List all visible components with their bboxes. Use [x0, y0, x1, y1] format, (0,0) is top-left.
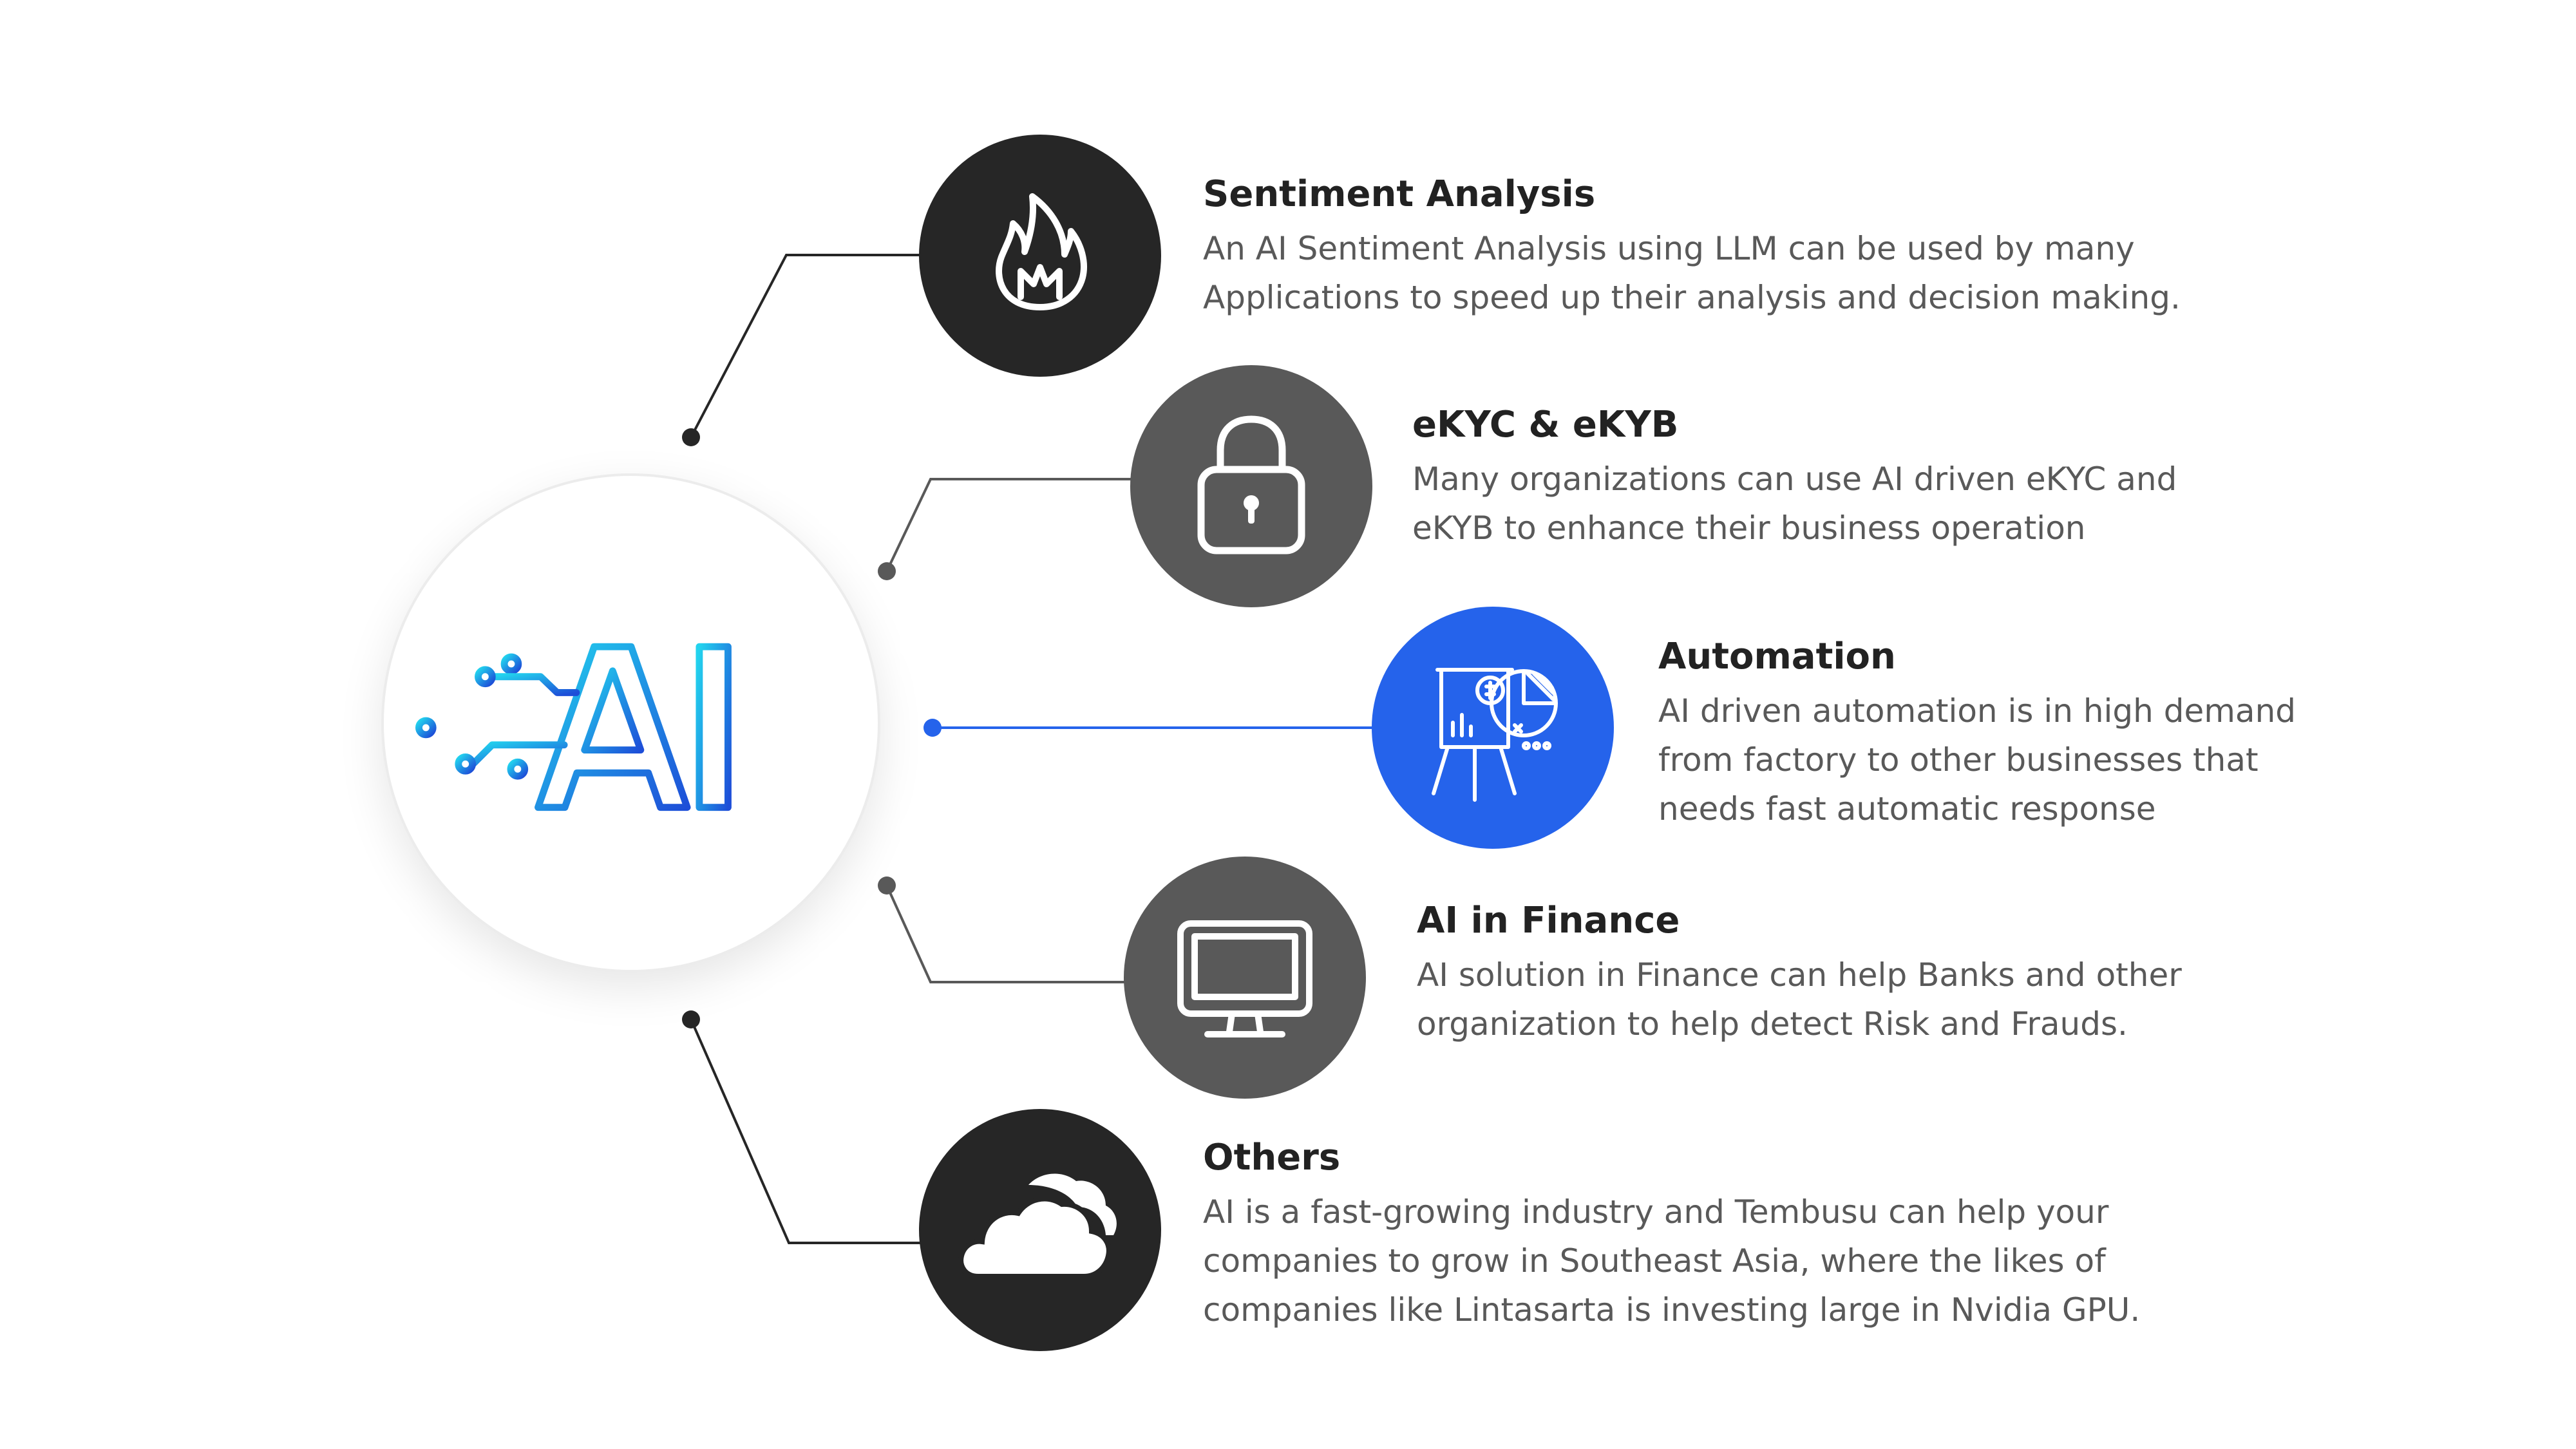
automation-description: AI driven automation is in high demand f…	[1658, 687, 2296, 833]
ai-in-finance-node	[1124, 857, 1366, 1099]
ai-logo-icon	[415, 643, 732, 811]
connector-sentiment	[690, 254, 925, 438]
cloud-icon	[919, 1109, 1161, 1351]
automation-node	[1372, 607, 1614, 849]
description-line: eKYB to enhance their business operation	[1412, 509, 2086, 547]
connector-dot-automation	[923, 719, 942, 737]
description-line: from factory to other businesses that	[1658, 741, 2259, 779]
others-node	[919, 1109, 1161, 1351]
ai-in-finance-text: AI in Finance AI solution in Finance can…	[1417, 895, 2182, 1048]
description-line: An AI Sentiment Analysis using LLM can b…	[1203, 230, 2135, 267]
ai-in-finance-title: AI in Finance	[1417, 900, 1680, 942]
sentiment-analysis-title: Sentiment Analysis	[1203, 173, 1596, 215]
sentiment-analysis-text: Sentiment Analysis An AI Sentiment Analy…	[1203, 169, 2181, 322]
connector-dot-sentiment	[682, 428, 700, 446]
others-description: AI is a fast-growing industry and Tembus…	[1203, 1188, 2140, 1334]
monitor-icon	[1124, 857, 1366, 1099]
connector-finance	[886, 885, 1130, 983]
ai-hub-circle: AI	[381, 473, 880, 972]
ekyc-ekyb-description: Many organizations can use AI driven eKY…	[1412, 455, 2177, 553]
others-title: Others	[1203, 1137, 1341, 1179]
description-line: AI driven automation is in high demand	[1658, 692, 2296, 730]
ekyc-ekyb-node	[1130, 365, 1372, 607]
connector-others	[690, 1019, 925, 1244]
description-line: companies to grow in Southeast Asia, whe…	[1203, 1242, 2106, 1280]
description-line: Applications to speed up their analysis …	[1203, 279, 2181, 316]
description-line: Many organizations can use AI driven eKY…	[1412, 460, 2177, 498]
presentation-chart-icon	[1372, 607, 1614, 849]
sentiment-analysis-description: An AI Sentiment Analysis using LLM can b…	[1203, 224, 2181, 322]
ekyc-ekyb-text: eKYC & eKYB Many organizations can use A…	[1412, 399, 2177, 553]
description-line: organization to help detect Risk and Fra…	[1417, 1005, 2128, 1043]
padlock-icon	[1130, 365, 1372, 607]
automation-text: Automation AI driven automation is in hi…	[1658, 631, 2296, 833]
sentiment-analysis-node	[919, 135, 1161, 377]
connector-dot-finance	[878, 876, 896, 895]
connector-dot-ekyc	[878, 562, 896, 580]
description-line: needs fast automatic response	[1658, 790, 2156, 828]
flame-icon	[919, 135, 1161, 377]
ekyc-ekyb-title: eKYC & eKYB	[1412, 404, 1679, 446]
ai-in-finance-description: AI solution in Finance can help Banks an…	[1417, 951, 2182, 1048]
connector-ekyc	[886, 478, 1135, 572]
description-line: companies like Lintasarta is investing l…	[1203, 1291, 2141, 1329]
others-text: Others AI is a fast-growing industry and…	[1203, 1132, 2140, 1334]
automation-title: Automation	[1658, 636, 1896, 677]
description-line: AI is a fast-growing industry and Tembus…	[1203, 1193, 2109, 1231]
connector-dot-others	[682, 1010, 700, 1028]
description-line: AI solution in Finance can help Banks an…	[1417, 956, 2182, 994]
